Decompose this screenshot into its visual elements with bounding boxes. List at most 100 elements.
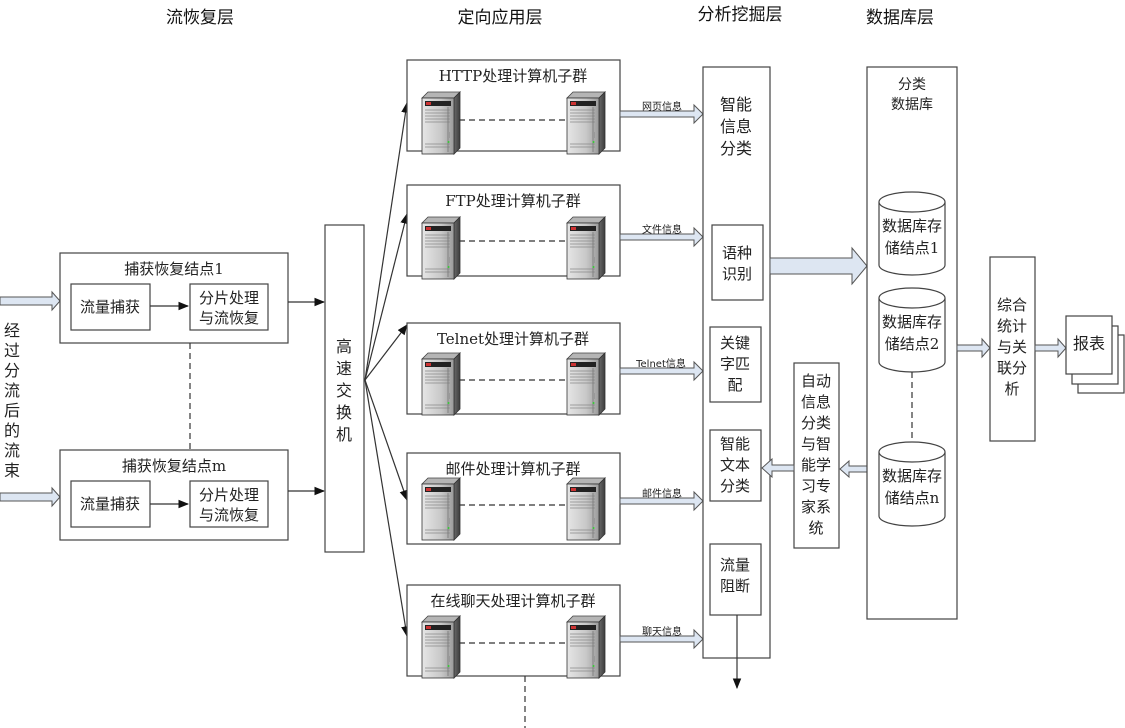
report-document-icon[interactable]: 报表 [1065,315,1125,394]
switch-char: 交 [336,381,352,400]
input-char: 经 [4,321,20,340]
http-output-label: 网页信息 [642,100,682,113]
server-icon [566,352,606,416]
expert-line: 与智 [801,435,831,453]
fragment-process-box[interactable] [189,283,269,331]
analysis-to-database-arrow [769,246,868,286]
cluster-title: HTTP处理计算机子群 [439,67,587,85]
fragment-process-line2: 与流恢复 [199,506,259,524]
switch-to-ftp-arrow [364,212,409,381]
capture-node-1[interactable]: 捕获恢复结点1 流量捕获 分片处理 与流恢复 [59,252,289,344]
module-keyword-matching[interactable]: 关键 字匹 配 [709,326,762,403]
db-node-line: 储结点2 [885,335,940,353]
traffic-capture-label: 流量捕获 [80,495,140,513]
stats-line: 综合 [997,296,1027,314]
fragment-process-box[interactable] [189,480,269,528]
input-char: 束 [4,461,20,480]
cluster-chat[interactable]: 在线聊天处理计算机子群 [406,584,621,679]
database-to-expert-arrow [839,459,869,479]
db-node-line: 数据库存 [882,217,942,235]
cluster-telnet[interactable]: Telnet处理计算机子群 [406,322,621,416]
http-output-arrow [619,103,704,125]
module-line: 流量 [720,556,750,574]
module-line: 分类 [720,477,750,495]
expert-line: 习专 [801,477,831,495]
expert-to-analysis-arrow [761,457,795,479]
module-language-recognition[interactable]: 语种 识别 [711,224,764,301]
module-line: 关键 [720,334,750,352]
stats-line: 与关 [997,338,1027,356]
module-line: 文本 [720,456,750,474]
db-node-line: 数据库存 [882,313,942,331]
stats-line: 统计 [997,317,1027,335]
header-analysis-layer: 分析挖掘层 [698,5,783,25]
analysis-title-line: 分类 [720,139,752,158]
module-line: 配 [727,376,742,394]
server-icon [566,91,606,155]
module-line: 识别 [722,265,752,283]
expert-line: 自动 [801,372,831,390]
analysis-title-line: 信息 [720,117,752,136]
db-node-line: 数据库存 [882,467,942,485]
cluster-title: FTP处理计算机子群 [445,192,581,210]
capture-node-m[interactable]: 捕获恢复结点m 流量捕获 分片处理 与流恢复 [59,449,289,541]
expert-system[interactable]: 自动 信息 分类 与智 能学 习专 家系 统 [793,362,840,549]
input-char: 流 [4,441,20,460]
high-speed-switch[interactable]: 高 速 交 换 机 [324,224,365,553]
fragment-process-line1: 分片处理 [199,486,259,504]
ftp-output-arrow [619,226,704,248]
header-flow-restore-layer: 流恢复层 [166,8,234,28]
cluster-title: 邮件处理计算机子群 [445,460,580,478]
comprehensive-statistics[interactable]: 综合 统计 与关 联分 析 [989,256,1036,442]
switch-to-http-arrow [364,101,410,381]
switch-to-chat-arrow [364,379,410,638]
stats-line: 联分 [997,359,1027,377]
expert-line: 能学 [801,456,831,474]
database-to-stats-arrow [956,337,991,359]
fragment-process-line1: 分片处理 [199,289,259,307]
module-text-classification[interactable]: 智能 文本 分类 [709,429,762,502]
mail-output-label: 邮件信息 [642,487,682,500]
server-icon [566,615,606,679]
cluster-mail[interactable]: 邮件处理计算机子群 [406,452,621,545]
input-char: 的 [4,421,20,440]
header-database-layer: 数据库层 [866,8,934,28]
switch-char: 换 [336,403,352,422]
server-icon [421,216,461,280]
capture-node-title: 捕获恢复结点m [122,457,226,475]
db-node-n[interactable]: 数据库存 储结点n [878,441,946,527]
input-char: 流 [4,381,20,400]
analysis-title-line: 智能 [720,95,752,114]
cluster-ftp[interactable]: FTP处理计算机子群 [406,184,621,280]
traffic-capture-box[interactable] [70,283,151,331]
server-icon [421,91,461,155]
report-label: 报表 [1073,334,1105,353]
input-char: 过 [4,341,20,360]
telnet-output-label: Telnet信息 [635,357,686,370]
input-char: 分 [4,361,20,380]
ftp-output-label: 文件信息 [642,223,682,236]
db-node-2[interactable]: 数据库存 储结点2 [878,287,946,373]
server-icon [566,216,606,280]
module-traffic-blocking[interactable]: 流量 阻断 [709,543,762,616]
chat-output-arrow [619,628,704,650]
switch-char: 高 [336,337,352,356]
server-icon [421,352,461,416]
traffic-capture-label: 流量捕获 [80,298,140,316]
cluster-http[interactable]: HTTP处理计算机子群 [406,59,621,155]
expert-line: 分类 [801,414,831,432]
db-node-line: 储结点1 [885,239,940,257]
chat-output-label: 聊天信息 [642,625,682,638]
header-directed-app-layer: 定向应用层 [458,8,543,28]
module-line: 语种 [722,244,752,262]
traffic-capture-box[interactable] [70,480,151,528]
input-stream-label: 经 过 分 流 后 的 流 束 [4,321,20,480]
cluster-title: Telnet处理计算机子群 [437,330,589,348]
input-arrow-1 [0,290,61,312]
stats-line: 析 [1004,380,1019,398]
stats-to-report-arrow [1034,337,1067,359]
db-node-1[interactable]: 数据库存 储结点1 [878,191,946,276]
server-icon [566,477,606,541]
input-char: 后 [4,401,20,420]
switch-char: 机 [336,425,352,444]
